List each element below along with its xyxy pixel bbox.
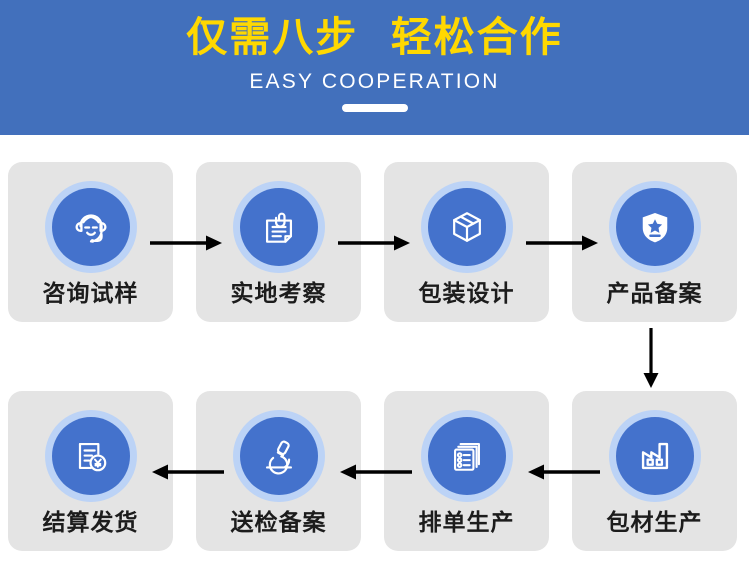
- icon-disc: [615, 417, 694, 495]
- icon-ring: [420, 410, 513, 502]
- flow-row-top: 咨询试样 实地考察: [0, 162, 749, 322]
- icon-ring: [420, 181, 513, 273]
- icon-disc: [239, 188, 318, 266]
- step-card-settlement-shipping[interactable]: 结算发货: [8, 391, 173, 551]
- step-card-product-filing[interactable]: 产品备案: [572, 162, 737, 322]
- icon-disc: [51, 188, 130, 266]
- step-card-label: 咨询试样: [42, 281, 139, 307]
- arrow-left-icon: [150, 463, 224, 481]
- step-card-label: 产品备案: [606, 281, 703, 307]
- icon-disc: [427, 188, 506, 266]
- icon-ring: [44, 181, 137, 273]
- arrow-down-icon: [639, 328, 663, 390]
- step-card-package-design[interactable]: 包装设计: [384, 162, 549, 322]
- invoice-yuan-icon: [78, 442, 106, 472]
- arrow-left-icon: [338, 463, 412, 481]
- factory-icon: [641, 442, 668, 470]
- step-card-label: 包装设计: [418, 281, 515, 307]
- headset-icon: [74, 214, 107, 243]
- step-card-label: 包材生产: [606, 510, 703, 536]
- header-banner: 仅需八步 轻松合作 EASY COOPERATION: [0, 0, 749, 135]
- step-card-label: 送检备案: [230, 510, 327, 536]
- banner-underline-accent: [341, 104, 408, 113]
- step-card-consultation[interactable]: 咨询试样: [8, 162, 173, 322]
- step-card-site-inspection[interactable]: 实地考察: [196, 162, 361, 322]
- clipboard-document-icon: [265, 212, 292, 243]
- arrow-right-icon: [150, 234, 224, 252]
- checklist-stack-icon: [453, 443, 480, 471]
- arrow-right-icon: [526, 234, 600, 252]
- icon-ring: [232, 181, 325, 273]
- icon-ring: [232, 410, 325, 502]
- shield-star-icon: [642, 213, 667, 243]
- icon-disc: [239, 417, 318, 495]
- step-card-label: 实地考察: [230, 281, 327, 307]
- icon-ring: [608, 181, 701, 273]
- icon-disc: [427, 417, 506, 495]
- flow-row-bottom: 结算发货 送检备案: [0, 391, 749, 551]
- icon-disc: [615, 188, 694, 266]
- step-card-label: 排单生产: [418, 510, 515, 536]
- process-flow-diagram: 咨询试样 实地考察: [0, 135, 749, 569]
- arrow-left-icon: [526, 463, 600, 481]
- microscope-icon: [265, 440, 292, 475]
- arrow-right-icon: [338, 234, 412, 252]
- step-card-packaging-material-production[interactable]: 包材生产: [572, 391, 737, 551]
- banner-subtitle: EASY COOPERATION: [249, 70, 500, 94]
- icon-ring: [608, 410, 701, 502]
- step-card-label: 结算发货: [42, 510, 139, 536]
- banner-title: 仅需八步 轻松合作: [186, 13, 563, 61]
- icon-disc: [51, 417, 130, 495]
- box-icon: [452, 212, 481, 242]
- icon-ring: [44, 410, 137, 502]
